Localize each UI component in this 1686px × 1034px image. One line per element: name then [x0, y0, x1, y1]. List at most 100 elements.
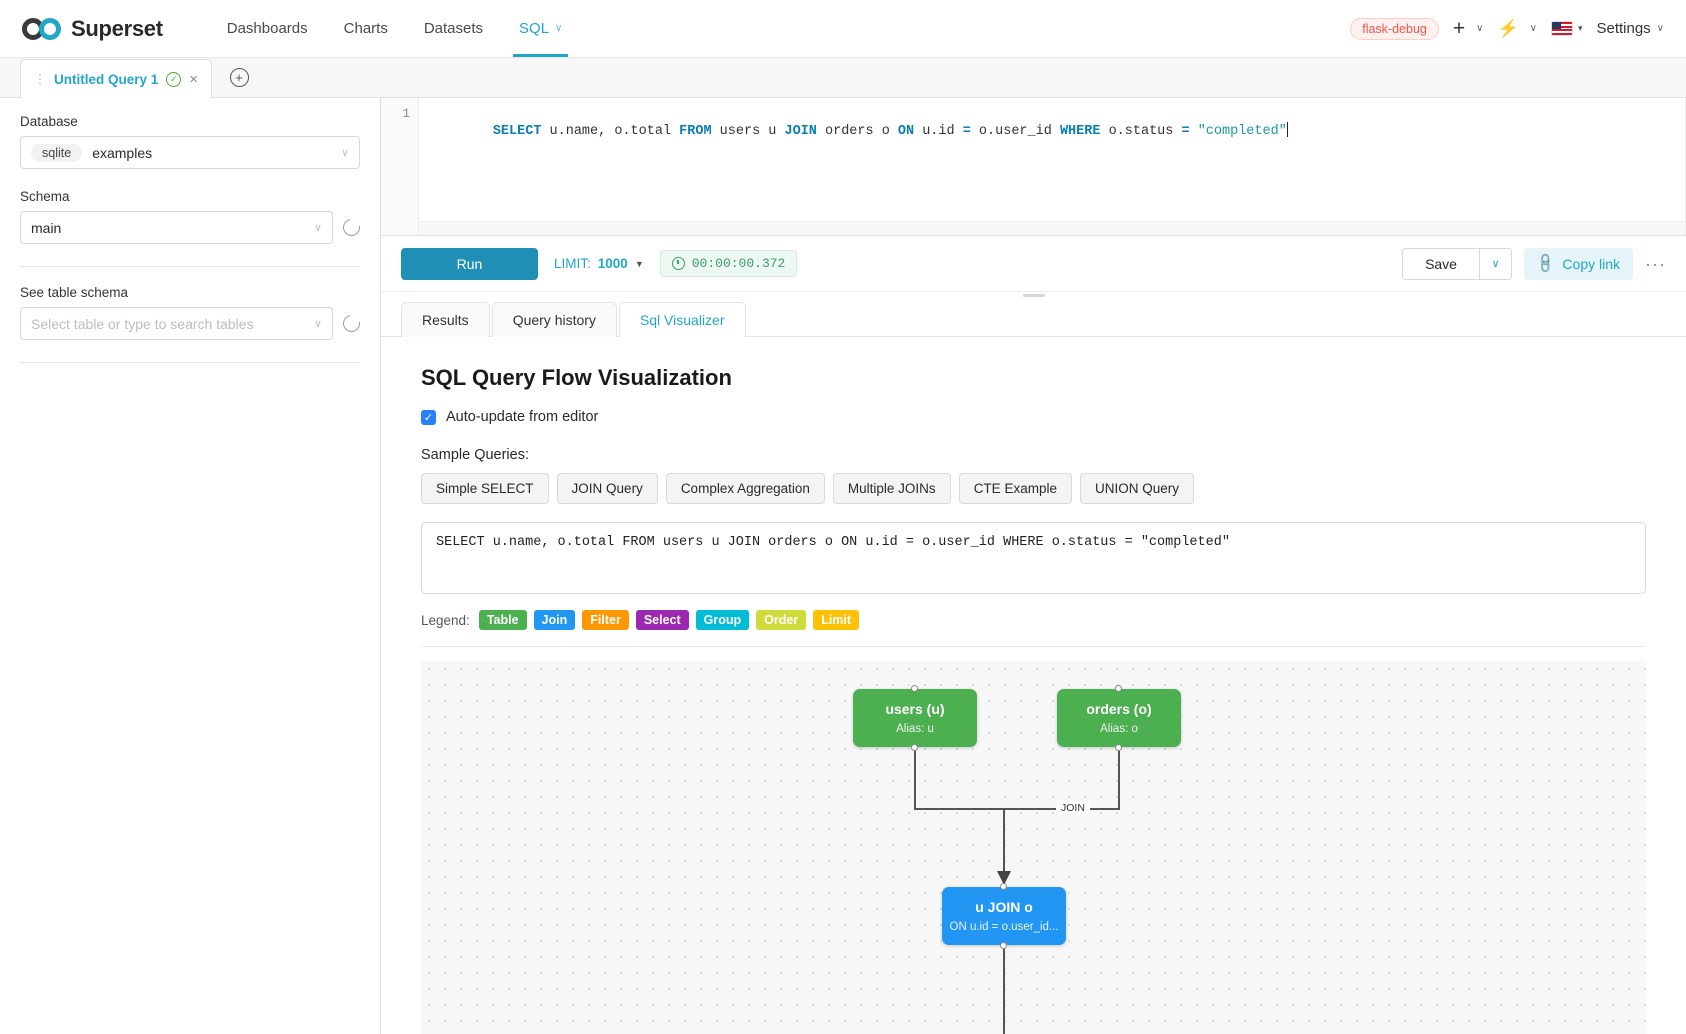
left-sidebar: Database sqlite examples ∨ Schema main ∨…	[0, 98, 381, 1034]
chevron-down-icon: ∨	[1529, 23, 1537, 34]
editor-code-line[interactable]: SELECT u.name, o.total FROM users u JOIN…	[419, 98, 1686, 235]
sample-button-join-query[interactable]: JOIN Query	[556, 473, 658, 504]
sample-button-complex-aggregation[interactable]: Complex Aggregation	[665, 473, 825, 504]
tab-sql-visualizer[interactable]: Sql Visualizer	[618, 302, 746, 338]
triangle-down-icon: ▼	[634, 258, 644, 269]
save-button[interactable]: Save	[1402, 247, 1480, 280]
bolt-menu-button[interactable]: ⚡ ∨	[1497, 20, 1537, 37]
nav-item-dashboards[interactable]: Dashboards	[209, 0, 326, 57]
nav-right-group: flask-debug + ∨ ⚡ ∨ ▾ Settings ∨	[1350, 17, 1664, 40]
nav-item-datasets[interactable]: Datasets	[406, 0, 501, 57]
flow-node-orders[interactable]: orders (o) Alias: o	[1057, 685, 1181, 751]
auto-update-label: Auto-update from editor	[446, 409, 599, 425]
limit-dropdown[interactable]: LIMIT: 1000 ▼	[554, 256, 644, 271]
sample-queries-label: Sample Queries:	[421, 447, 529, 463]
nav-item-sql-label: SQL	[519, 20, 550, 37]
sample-query-buttons: Simple SELECT JOIN Query Complex Aggrega…	[421, 473, 1646, 504]
run-button[interactable]: Run	[401, 247, 538, 280]
flow-node-users-title: users (u)	[885, 701, 945, 718]
drag-dots-icon[interactable]: ⋮	[34, 72, 46, 86]
sql-token: orders o	[816, 124, 898, 139]
sql-token: u.id	[914, 124, 963, 139]
plus-icon: +	[1452, 17, 1466, 40]
auto-update-row: ✓ Auto-update from editor	[421, 409, 1646, 425]
flow-node-join[interactable]: u JOIN o ON u.id = o.user_id...	[942, 883, 1066, 949]
database-value: examples	[92, 144, 153, 161]
editor-gutter: 1	[381, 98, 419, 235]
query-input-textarea[interactable]	[421, 522, 1646, 594]
schema-select[interactable]: main ∨	[20, 211, 333, 244]
link-icon: 🔗	[1533, 251, 1558, 275]
nav-item-charts-label: Charts	[343, 20, 388, 37]
node-handle-top[interactable]	[1114, 685, 1122, 692]
result-tab-bar: Results Query history Sql Visualizer	[381, 292, 1686, 338]
limit-value: 1000	[597, 256, 628, 271]
copy-link-button[interactable]: 🔗 Copy link	[1523, 247, 1634, 280]
node-handle-top[interactable]	[910, 685, 918, 692]
brand-logo-group[interactable]: Superset	[22, 16, 163, 42]
new-item-button[interactable]: + ∨	[1453, 18, 1484, 39]
sql-lab-pane: 1 SELECT u.name, o.total FROM users u JO…	[381, 98, 1686, 1034]
edge-label-join: JOIN	[1056, 801, 1090, 815]
more-options-button[interactable]: ···	[1645, 253, 1666, 274]
nav-item-sql[interactable]: SQL ∨	[501, 0, 580, 57]
chevron-down-icon: ∨	[313, 222, 322, 234]
visualizer-scroll-area[interactable]: SQL Query Flow Visualization ✓ Auto-upda…	[381, 337, 1686, 1034]
schema-row: main ∨	[20, 211, 364, 244]
sample-button-cte-example[interactable]: CTE Example	[958, 473, 1072, 504]
query-tab-untitled-query-1[interactable]: ⋮ Untitled Query 1 ✓ ×	[20, 59, 213, 98]
sql-token: ON	[897, 124, 915, 139]
settings-menu[interactable]: Settings ∨	[1596, 20, 1664, 37]
flow-node-join-condition: ON u.id = o.user_id...	[949, 920, 1059, 933]
query-tab-label: Untitled Query 1	[54, 71, 159, 87]
auto-update-checkbox[interactable]: ✓	[421, 409, 436, 425]
node-handle-bottom[interactable]	[999, 942, 1007, 949]
editor-empty-area[interactable]	[419, 221, 1686, 235]
save-button-group: Save ∨	[1402, 247, 1512, 280]
tab-underline	[381, 336, 1686, 337]
database-select[interactable]: sqlite examples ∨	[20, 136, 360, 169]
tab-query-history[interactable]: Query history	[491, 302, 617, 337]
refresh-tables-icon[interactable]	[339, 311, 364, 336]
flow-node-users[interactable]: users (u) Alias: u	[853, 685, 977, 751]
sql-token: o.user_id	[970, 124, 1060, 139]
node-handle-bottom[interactable]	[910, 744, 918, 751]
edge-orders-to-join	[1004, 751, 1120, 810]
sample-button-simple-select[interactable]: Simple SELECT	[421, 473, 549, 504]
sidebar-divider	[20, 266, 360, 267]
nav-item-charts[interactable]: Charts	[326, 0, 406, 57]
pane-resize-handle[interactable]	[1022, 294, 1045, 297]
sql-editor[interactable]: 1 SELECT u.name, o.total FROM users u JO…	[381, 98, 1686, 236]
save-dropdown-button[interactable]: ∨	[1479, 247, 1512, 280]
query-tab-bar: ⋮ Untitled Query 1 ✓ × +	[0, 58, 1686, 98]
copy-link-label: Copy link	[1562, 255, 1621, 272]
refresh-schema-icon[interactable]	[339, 215, 364, 240]
close-icon[interactable]: ×	[189, 70, 199, 88]
sql-token: FROM	[679, 124, 712, 139]
table-schema-label: See table schema	[20, 285, 129, 300]
toolbar-right-group: Save ∨ 🔗 Copy link ···	[1402, 247, 1666, 280]
visualizer-panel: SQL Query Flow Visualization ✓ Auto-upda…	[381, 337, 1686, 1034]
sample-button-multiple-joins[interactable]: Multiple JOINs	[832, 473, 951, 504]
bolt-icon: ⚡	[1497, 19, 1519, 38]
tab-results[interactable]: Results	[401, 302, 490, 337]
node-handle-top[interactable]	[999, 883, 1007, 890]
legend-badge-select: Select	[635, 610, 689, 630]
edge-users-to-join	[914, 751, 1005, 873]
language-selector[interactable]: ▾	[1550, 21, 1582, 36]
plus-circle-icon: +	[229, 68, 249, 87]
add-query-tab-button[interactable]: +	[212, 58, 266, 97]
sample-button-union-query[interactable]: UNION Query	[1079, 473, 1194, 504]
settings-label: Settings	[1596, 20, 1651, 37]
workspace-split: Database sqlite examples ∨ Schema main ∨…	[0, 98, 1686, 1034]
table-select[interactable]: Select table or type to search tables ∨	[20, 307, 333, 340]
chevron-down-icon: ∨	[555, 23, 563, 34]
chevron-down-icon: ∨	[340, 147, 349, 159]
flow-node-join-title: u JOIN o	[975, 899, 1033, 916]
node-handle-bottom[interactable]	[1114, 744, 1122, 751]
nav-item-dashboards-label: Dashboards	[226, 20, 308, 37]
brand-name: Superset	[71, 15, 163, 41]
flow-diagram-canvas[interactable]: JOIN users (u) Alias: u orders (o) Alias…	[421, 661, 1646, 1034]
schema-label: Schema	[20, 189, 70, 204]
editor-toolbar: Run LIMIT: 1000 ▼ 00:00:00.372 Save ∨ 🔗 …	[381, 236, 1686, 297]
